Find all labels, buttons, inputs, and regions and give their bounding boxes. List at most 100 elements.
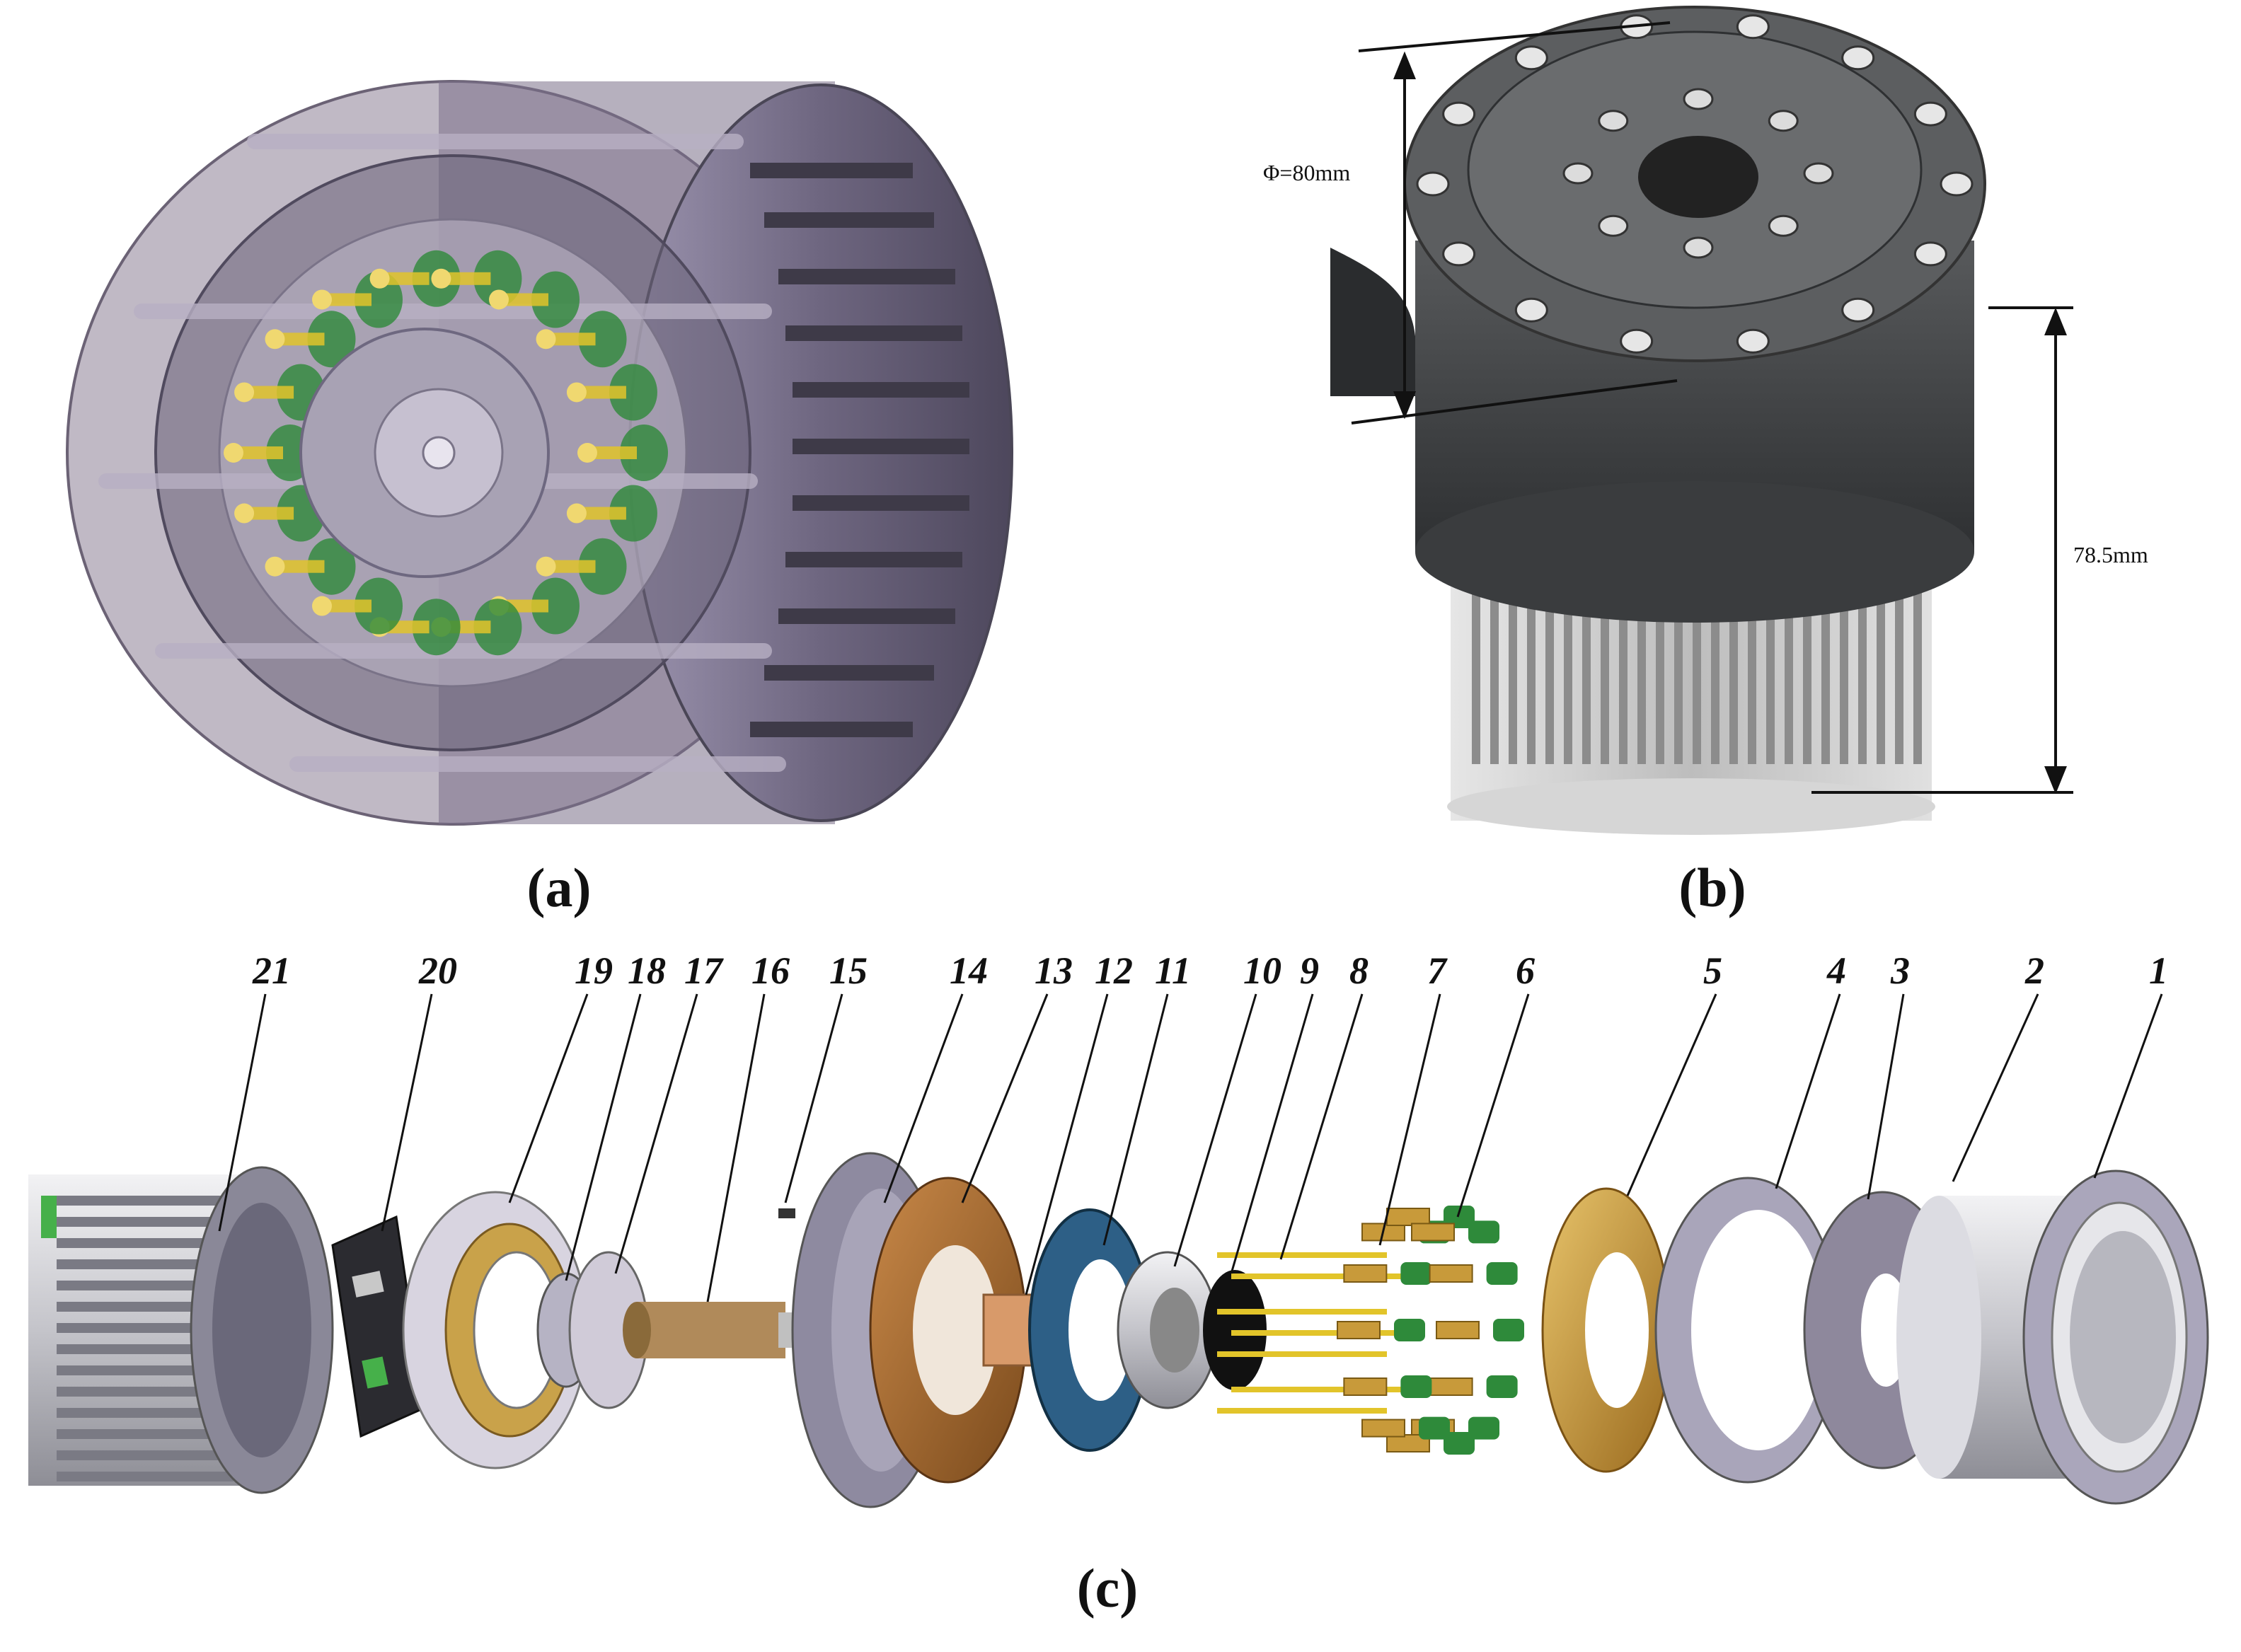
roller-pin <box>587 446 637 459</box>
roller-pin <box>546 560 596 573</box>
part-number-9: 9 <box>1300 949 1319 992</box>
inner-screw <box>1683 236 1714 259</box>
part-number-11: 11 <box>1155 949 1191 992</box>
inner-screw <box>1598 214 1629 237</box>
screw <box>1940 171 1974 197</box>
part-number-10: 10 <box>1243 949 1281 992</box>
roller <box>531 271 580 328</box>
roller-cap <box>431 268 451 289</box>
roller <box>578 538 627 595</box>
leader-line-16 <box>706 993 766 1302</box>
leader-line-21 <box>218 993 267 1232</box>
housing-fin <box>57 1323 234 1333</box>
fin <box>1913 552 1922 764</box>
inner-screw <box>1768 110 1799 132</box>
part-number-20: 20 <box>418 949 457 992</box>
part-15-key <box>778 1208 795 1218</box>
screw <box>1416 171 1450 197</box>
part-number-15: 15 <box>829 949 868 992</box>
roller <box>609 485 657 542</box>
screw <box>1736 328 1770 354</box>
screw <box>1442 241 1476 267</box>
leader-line-15 <box>784 993 843 1203</box>
part-number-7: 7 <box>1427 949 1448 992</box>
leader-line-19 <box>508 993 589 1203</box>
screw <box>1913 241 1947 267</box>
part-11-blue-gear <box>1028 1208 1151 1452</box>
leader-line-3 <box>1867 993 1905 1200</box>
panel-a-label: (a) <box>526 857 592 918</box>
part-number-17: 17 <box>684 949 724 992</box>
leader-line-6 <box>1456 993 1530 1218</box>
inner-screw <box>1768 214 1799 237</box>
panel-a-cad-render <box>66 80 1013 826</box>
planet-pin <box>1343 1377 1388 1396</box>
motor-bottom-edge <box>1415 481 1974 623</box>
roller-cap <box>265 329 285 350</box>
planet-roller <box>1486 1262 1518 1285</box>
part-number-6: 6 <box>1516 949 1535 992</box>
housing-fin <box>57 1450 234 1460</box>
roller-cap <box>312 289 332 310</box>
housing-fin <box>57 1472 234 1481</box>
inner-screw <box>1803 162 1834 185</box>
leader-line-8 <box>1279 993 1364 1260</box>
roller-pin <box>322 599 371 613</box>
part-number-18: 18 <box>628 949 666 992</box>
roller <box>609 364 657 421</box>
planet-roller <box>1493 1319 1524 1341</box>
planet-pin <box>1386 1208 1430 1226</box>
planet-pin <box>1361 1419 1405 1438</box>
screw <box>1620 328 1654 354</box>
planet-pin <box>1429 1264 1473 1283</box>
part-number-5: 5 <box>1703 949 1722 992</box>
center-bore <box>1638 136 1758 218</box>
roller-pin <box>576 386 626 399</box>
leader-line-14 <box>883 993 964 1203</box>
planet-pin <box>1411 1223 1455 1242</box>
height-label: 78.5mm <box>2073 542 2148 567</box>
housing-fin <box>57 1196 234 1206</box>
fin <box>1472 552 1480 764</box>
part-number-3: 3 <box>1890 949 1910 992</box>
part-21-rear-housing <box>28 1166 334 1494</box>
roller <box>473 250 522 307</box>
roller <box>531 577 580 635</box>
panel-b-photo: Φ=80mm 78.5mm <box>1263 6 2148 835</box>
part-8-pins <box>1217 1252 1401 1414</box>
roller-pin <box>441 272 491 285</box>
roller <box>355 577 403 635</box>
inner-screw <box>1562 162 1594 185</box>
screw <box>1442 101 1476 127</box>
hub-center <box>422 436 456 470</box>
planet-roller <box>1400 1262 1432 1285</box>
pin <box>1217 1252 1387 1258</box>
roller-cap <box>265 556 285 577</box>
planet-roller <box>1444 1432 1475 1455</box>
roller-pin <box>322 293 371 306</box>
housing-fin <box>57 1344 234 1354</box>
screw <box>1514 45 1548 71</box>
roller-cap <box>536 329 556 350</box>
leader-line-10 <box>1173 993 1257 1267</box>
screw <box>1514 297 1548 323</box>
pin <box>1231 1330 1401 1336</box>
pin <box>1231 1387 1401 1392</box>
part-19-stator <box>402 1191 589 1469</box>
roller-pin <box>546 333 596 346</box>
roller-cap <box>224 443 243 463</box>
leader-line-17 <box>614 993 698 1274</box>
inner-screw <box>1598 110 1629 132</box>
roller-cap <box>312 596 332 616</box>
panel-b-label: (b) <box>1678 857 1746 918</box>
roller-cap <box>566 382 587 403</box>
part-6-7-planet-rollers <box>1337 1206 1524 1455</box>
dimension-diameter <box>1351 21 1678 424</box>
planet-pin <box>1436 1321 1480 1339</box>
part-number-12: 12 <box>1095 949 1133 992</box>
part-number-19: 19 <box>575 949 613 992</box>
planet-pin <box>1429 1377 1473 1396</box>
